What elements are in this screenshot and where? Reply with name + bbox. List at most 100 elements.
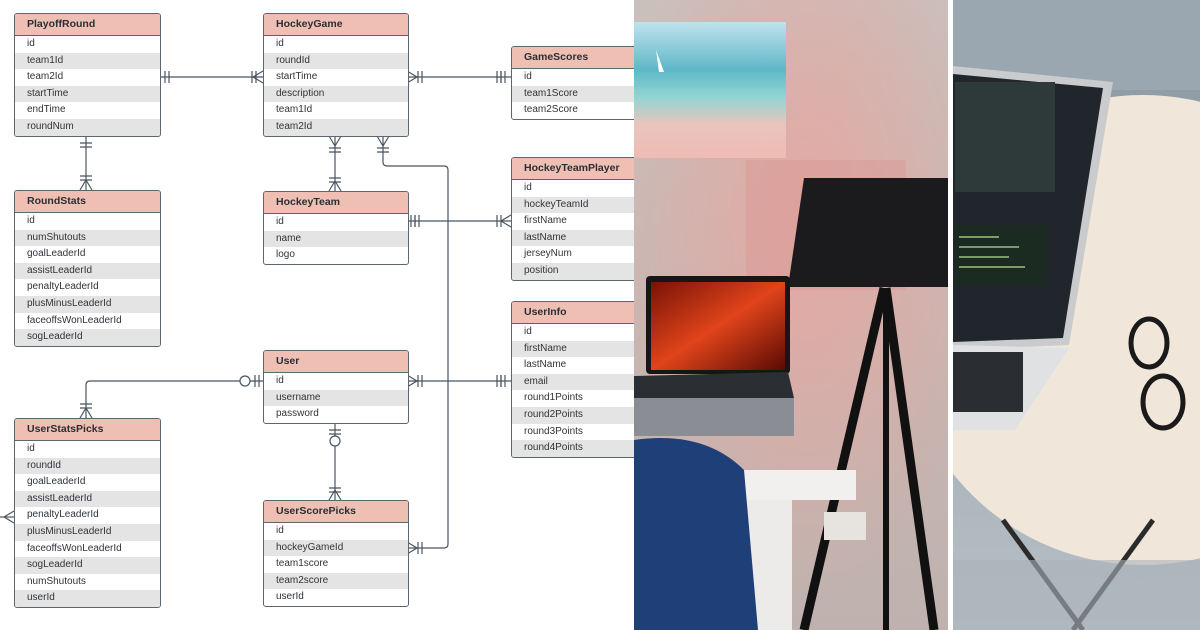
field-row: faceoffsWonLeaderId [27, 542, 122, 554]
field-row: assistLeaderId [15, 490, 160, 508]
one-marker [417, 375, 423, 387]
field-row: sogLeaderId [15, 329, 160, 346]
field-row: username [264, 389, 408, 407]
one-marker [500, 71, 506, 83]
many-marker [376, 135, 390, 148]
table-title: HockeyGame [264, 14, 408, 36]
one-marker [329, 487, 341, 493]
many-marker [406, 374, 419, 388]
photo-separator [948, 0, 953, 630]
field-row: team1Id [276, 104, 313, 116]
table-title: User [264, 351, 408, 373]
many-marker [328, 135, 342, 148]
field-row: id [27, 38, 35, 49]
laptop-glasses-photo [953, 0, 1200, 630]
field-row: id [524, 182, 532, 193]
field-row: round3Points [524, 425, 583, 437]
connector-line [382, 136, 449, 549]
field-row: id [524, 326, 532, 337]
field-row: team1Id [15, 52, 160, 70]
office-lamp-laptop-photo [634, 0, 948, 630]
table-title: UserInfo [512, 302, 634, 324]
field-row: logo [276, 249, 295, 261]
field-row: roundNum [15, 118, 160, 136]
field-row: faceoffsWonLeaderId [27, 314, 122, 326]
one-marker [417, 542, 423, 554]
field-row: position [512, 262, 634, 280]
field-row: startTime [15, 85, 160, 103]
field-row: goalLeaderId [27, 248, 86, 260]
field-row: numShutouts [15, 229, 160, 247]
one-marker [414, 215, 420, 227]
field-row: round2Points [512, 406, 634, 424]
one-marker [251, 71, 257, 83]
one-marker [329, 147, 341, 153]
one-marker [417, 71, 423, 83]
field-row: sogLeaderId [15, 557, 160, 574]
field-row: id [276, 216, 284, 227]
field-row: round1Points [524, 392, 583, 404]
one-marker [80, 175, 92, 181]
field-row: id [276, 375, 284, 386]
field-row: plusMinusLeaderId [15, 295, 160, 313]
many-marker [328, 179, 342, 192]
optional-marker [239, 375, 251, 387]
field-row: name [264, 230, 408, 248]
one-marker [80, 142, 92, 148]
many-marker [328, 488, 342, 501]
field-row: assistLeaderId [15, 262, 160, 280]
field-row: team1Score [512, 85, 634, 103]
relationship-lines [0, 70, 512, 555]
connector-line [85, 380, 263, 418]
field-row: userId [15, 590, 160, 607]
optional-marker [329, 435, 341, 447]
field-row: id [276, 525, 284, 536]
one-marker [329, 429, 341, 435]
field-row: endTime [27, 104, 66, 116]
table-title: RoundStats [15, 191, 160, 213]
many-marker [251, 70, 264, 84]
field-row: description [264, 85, 408, 103]
one-marker [496, 215, 502, 227]
one-marker [80, 403, 92, 409]
field-row: round4Points [512, 440, 634, 457]
field-row: roundId [264, 52, 408, 70]
field-row: id [27, 215, 35, 226]
field-row: jerseyNum [524, 248, 572, 260]
field-row: numShutouts [27, 575, 86, 587]
field-row: id [524, 71, 532, 82]
table-title: HockeyTeamPlayer [512, 158, 634, 180]
table-title: HockeyTeam [264, 192, 408, 214]
table-title: UserStatsPicks [15, 419, 160, 441]
field-row: firstName [524, 215, 567, 227]
table-title: UserScorePicks [264, 501, 408, 523]
many-marker [2, 510, 15, 524]
field-row: team2Id [27, 71, 64, 83]
field-row: id [276, 38, 284, 49]
field-row: goalLeaderId [27, 476, 86, 488]
field-row: penaltyLeaderId [27, 509, 99, 521]
field-row: lastName [524, 359, 567, 371]
many-marker [406, 70, 419, 84]
one-marker [254, 375, 260, 387]
one-marker [377, 147, 389, 153]
one-marker [329, 177, 341, 183]
field-row: firstName [512, 340, 634, 358]
field-row: email [512, 373, 634, 391]
one-marker [164, 71, 170, 83]
field-row: hockeyTeamId [512, 196, 634, 214]
many-marker [406, 541, 419, 555]
field-row: penaltyLeaderId [27, 281, 99, 293]
one-marker [500, 375, 506, 387]
table-title: GameScores [512, 47, 634, 69]
